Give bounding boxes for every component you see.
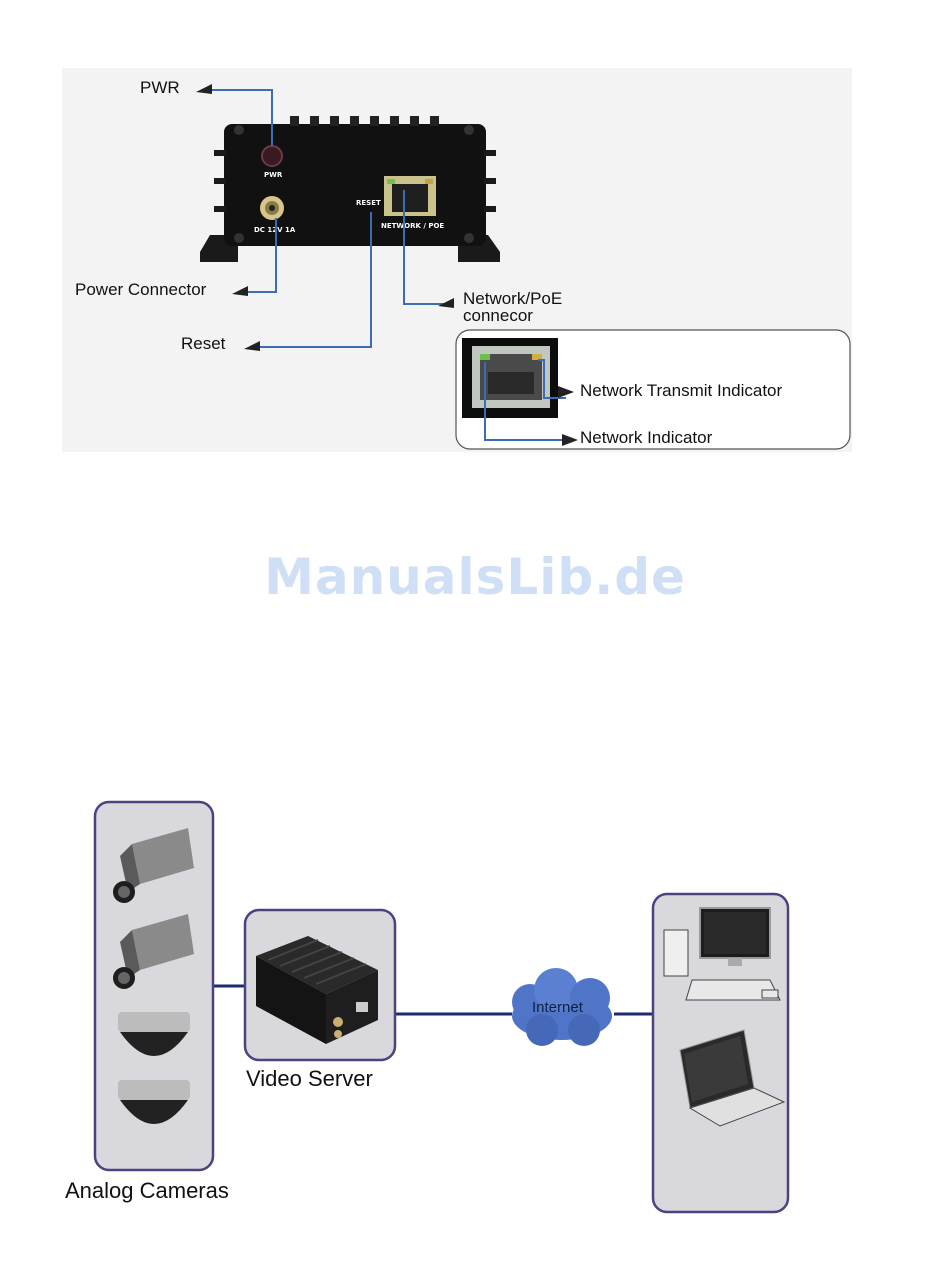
rj45-port [384, 176, 436, 216]
device-reset-label: RESET [356, 199, 381, 207]
video-server-rear-body [200, 116, 500, 262]
analog-cameras-label: Analog Cameras [65, 1178, 229, 1204]
device-dc-label: DC 12V 1A [254, 226, 296, 234]
power-connector-callout-label: Power Connector [75, 280, 206, 300]
network-indicator-label: Network Indicator [580, 428, 712, 448]
device-rear-panel-diagram: PWR DC 12V 1A RESET NETWORK / POE [0, 0, 950, 480]
device-network-label: NETWORK / POE [381, 222, 444, 230]
pwr-callout-label: PWR [140, 78, 180, 98]
network-transmit-indicator-label: Network Transmit Indicator [580, 381, 782, 401]
network-poe-line1: Network/PoE [463, 290, 562, 307]
pwr-led [262, 146, 282, 166]
device-pwr-label: PWR [264, 171, 283, 179]
network-poe-callout-label: Network/PoE connecor [463, 290, 562, 324]
dc-power-jack [260, 196, 284, 220]
watermark: ManualsLib.de [0, 548, 950, 606]
internet-label: Internet [532, 999, 584, 1016]
network-topology-diagram: Internet [0, 780, 950, 1230]
video-server-label: Video Server [246, 1066, 373, 1092]
reset-callout-label: Reset [181, 334, 225, 354]
network-poe-line2: connecor [463, 307, 562, 324]
